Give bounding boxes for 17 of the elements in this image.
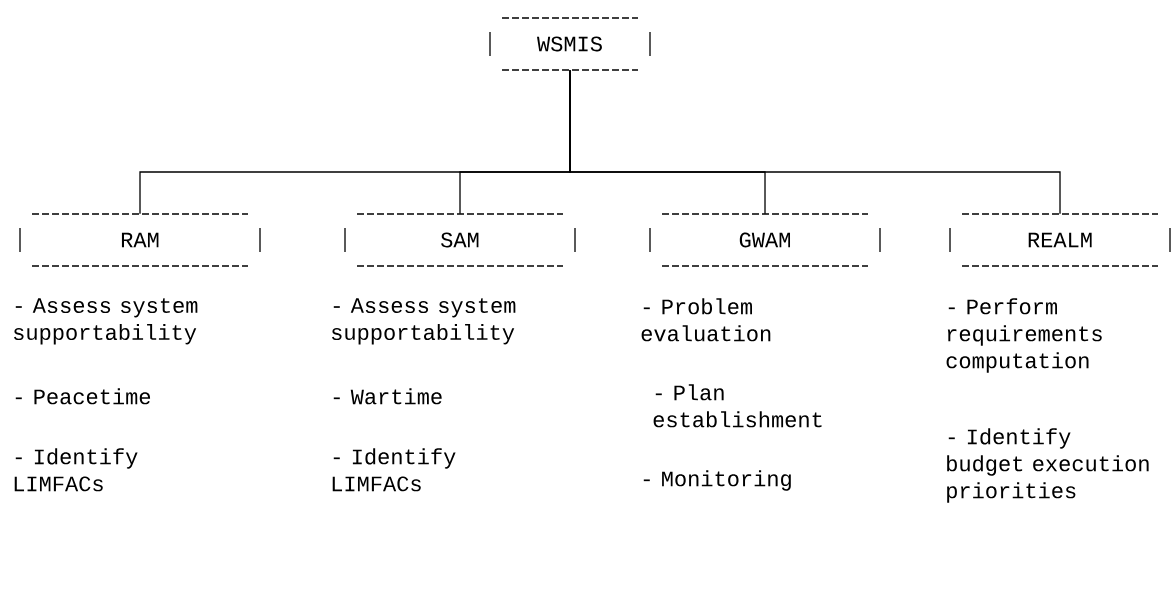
connector bbox=[569, 69, 1061, 215]
dashed-box: WSMIS bbox=[489, 17, 651, 71]
bullet-item: - Monitoring bbox=[643, 470, 791, 491]
bullet-item: - Plan establishment bbox=[653, 384, 822, 428]
bullet-item: - Problem evaluation bbox=[641, 298, 771, 342]
bullet-item: - Assess system supportability bbox=[14, 298, 198, 345]
dashed-box: REALM bbox=[949, 213, 1171, 267]
dashed-box: GWAM bbox=[649, 213, 881, 267]
bullet-item: - Peacetime bbox=[15, 388, 151, 405]
dashed-box: SAM bbox=[344, 213, 576, 267]
bullet-item: - Wartime bbox=[333, 388, 442, 405]
bullet-item: - Identify budget execution priorities bbox=[947, 428, 1149, 503]
dashed-box: RAM bbox=[19, 213, 261, 267]
bullet-item: - Identify LIMFACs bbox=[14, 448, 138, 492]
bullet-item: - Assess system supportability bbox=[332, 298, 516, 345]
bullet-item: - Identify LIMFACs bbox=[332, 448, 456, 492]
bullet-item: - Perform requirements computation bbox=[946, 298, 1102, 373]
